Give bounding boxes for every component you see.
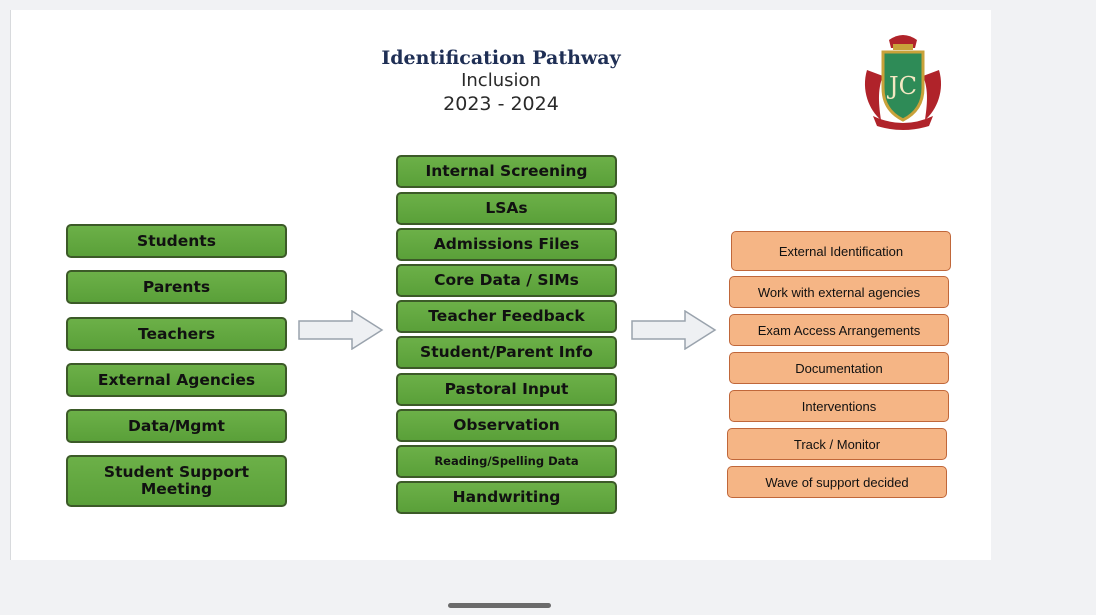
evidence-lsas: LSAs [396, 192, 617, 225]
evidence-core-data-sims: Core Data / SIMs [396, 264, 617, 297]
outcome-exam-access-arrangements: Exam Access Arrangements [729, 314, 949, 346]
evidence-internal-screening: Internal Screening [396, 155, 617, 188]
source-students: Students [66, 224, 287, 258]
source-teachers: Teachers [66, 317, 287, 351]
evidence-observation: Observation [396, 409, 617, 442]
evidence-admissions-files: Admissions Files [396, 228, 617, 261]
outcome-wave-of-support-decided: Wave of support decided [727, 466, 947, 498]
outcome-documentation: Documentation [729, 352, 949, 384]
arrow-right-icon [631, 310, 717, 350]
outcome-work-with-external-agencies: Work with external agencies [729, 276, 949, 308]
source-student-support-meeting: Student Support Meeting [66, 455, 287, 507]
arrow-right-icon [298, 310, 384, 350]
evidence-handwriting: Handwriting [396, 481, 617, 514]
source-parents: Parents [66, 270, 287, 304]
page-title: Identification Pathway [381, 47, 621, 69]
outcome-interventions: Interventions [729, 390, 949, 422]
logo-monogram: JC [886, 72, 917, 100]
slide: Identification Pathway Inclusion 2023 - … [10, 10, 991, 560]
outcome-external-identification: External Identification [731, 231, 951, 271]
title-block: Identification Pathway Inclusion 2023 - … [351, 46, 651, 116]
outcome-track-monitor: Track / Monitor [727, 428, 947, 460]
evidence-student-parent-info: Student/Parent Info [396, 336, 617, 369]
source-external-agencies: External Agencies [66, 363, 287, 397]
home-indicator-bar[interactable] [448, 603, 551, 608]
evidence-reading-spelling-data: Reading/Spelling Data [396, 445, 617, 478]
evidence-teacher-feedback: Teacher Feedback [396, 300, 617, 333]
school-crest-logo: JC [864, 35, 942, 130]
page-subtitle: Inclusion [461, 70, 541, 91]
evidence-pastoral-input: Pastoral Input [396, 373, 617, 406]
source-data-mgmt: Data/Mgmt [66, 409, 287, 443]
academic-year: 2023 - 2024 [443, 93, 559, 115]
